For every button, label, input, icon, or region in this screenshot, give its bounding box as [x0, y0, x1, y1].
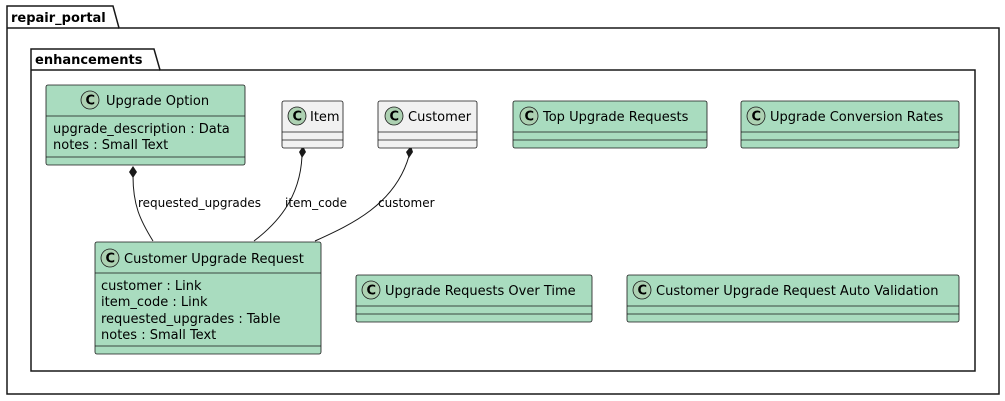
svg-text:C: C: [638, 284, 648, 299]
package-title-repair-portal: repair_portal: [11, 11, 106, 26]
package-enhancements: enhancements: [30, 48, 976, 372]
class-attribute: item_code : Link: [101, 295, 208, 310]
class-upgrade-option[interactable]: C Upgrade Option upgrade_description : D…: [45, 84, 246, 166]
package-title-enhancements: enhancements: [35, 53, 143, 68]
edge-item-code: item_code: [253, 146, 347, 242]
class-c-circle-icon: [100, 248, 120, 268]
svg-text:C: C: [106, 252, 116, 267]
class-customer-upgrade-request[interactable]: C Customer Upgrade Request customer : Li…: [94, 241, 322, 355]
class-attribute: customer : Link: [101, 279, 202, 294]
class-title: Upgrade Conversion Rates: [770, 110, 944, 125]
svg-text:C: C: [525, 110, 535, 125]
class-c-circle-icon: [632, 280, 652, 300]
class-title: Item: [310, 110, 340, 125]
edge-label-customer: customer: [378, 196, 435, 210]
class-attribute: notes : Small Text: [53, 138, 168, 153]
svg-text:C: C: [390, 110, 400, 125]
svg-text:C: C: [752, 110, 762, 125]
class-c-circle-icon: [519, 106, 539, 126]
class-customer[interactable]: C Customer: [377, 100, 478, 149]
class-c-circle-icon: [287, 106, 307, 126]
class-item[interactable]: C Item: [281, 100, 344, 149]
svg-text:C: C: [367, 284, 377, 299]
class-title: Upgrade Requests Over Time: [385, 284, 576, 299]
class-c-circle-icon: [361, 280, 381, 300]
class-auto-validation[interactable]: C Customer Upgrade Request Auto Validati…: [626, 274, 960, 323]
class-c-circle-icon: [80, 90, 100, 110]
class-title: Top Upgrade Requests: [542, 110, 689, 125]
class-title: Customer: [408, 110, 472, 125]
class-c-circle-icon: [746, 106, 766, 126]
class-attribute: upgrade_description : Data: [53, 122, 230, 137]
svg-text:C: C: [86, 94, 96, 109]
package-repair-portal: repair_portal: [6, 5, 1000, 395]
edge-label-requested-upgrades: requested_upgrades: [138, 196, 261, 210]
class-upgrade-requests-over-time[interactable]: C Upgrade Requests Over Time: [355, 274, 593, 323]
class-title: Customer Upgrade Request Auto Validation: [656, 284, 938, 299]
svg-text:C: C: [293, 110, 303, 125]
edge-requested-upgrades: requested_upgrades: [129, 166, 261, 242]
class-title: Customer Upgrade Request: [124, 252, 304, 267]
class-attribute: requested_upgrades : Table: [101, 312, 281, 327]
edge-label-item-code: item_code: [285, 196, 347, 210]
class-upgrade-conversion-rates[interactable]: C Upgrade Conversion Rates: [740, 100, 960, 149]
class-title: Upgrade Option: [106, 94, 209, 109]
class-attribute: notes : Small Text: [101, 328, 216, 343]
class-c-circle-icon: [384, 106, 404, 126]
class-top-upgrade-requests[interactable]: C Top Upgrade Requests: [512, 100, 708, 149]
edge-customer: customer: [314, 146, 435, 242]
